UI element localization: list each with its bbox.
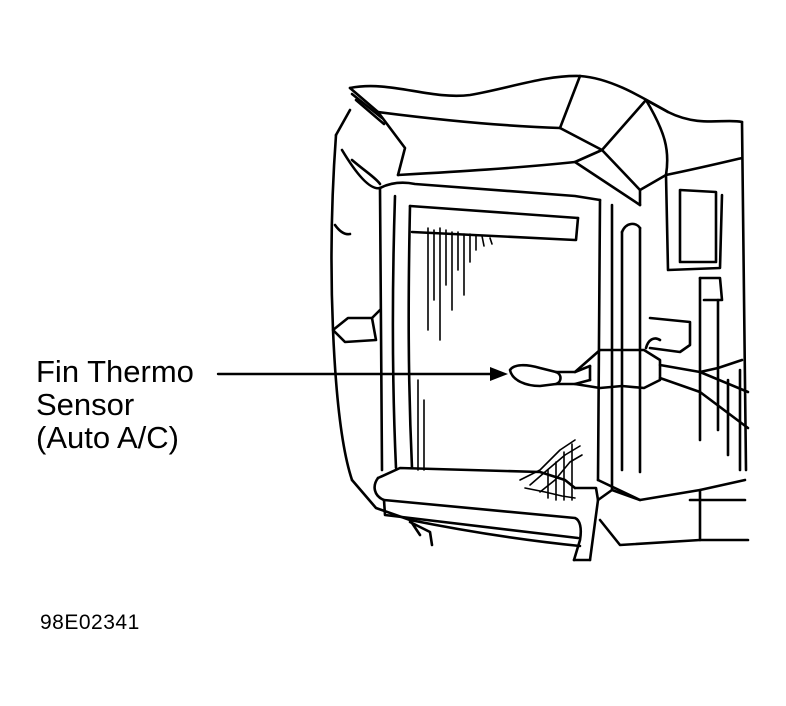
- figure-id: 98E02341: [40, 611, 140, 634]
- left-side-panel: [330, 108, 382, 482]
- core-fins: [417, 227, 583, 501]
- callout-leader: [216, 367, 508, 381]
- leader-arrowhead: [490, 367, 508, 381]
- core-frame: [378, 181, 642, 502]
- callout-line-3: (Auto A/C): [36, 420, 179, 455]
- right-side-pipes: [620, 120, 750, 474]
- callout-line-1: Fin Thermo: [36, 354, 194, 389]
- callout-label: Fin Thermo Sensor (Auto A/C): [36, 355, 194, 454]
- fin-thermo-sensor: [508, 348, 624, 390]
- top-duct-cover: [348, 74, 744, 207]
- callout-line-2: Sensor: [36, 387, 135, 422]
- drain-tray: [350, 466, 750, 562]
